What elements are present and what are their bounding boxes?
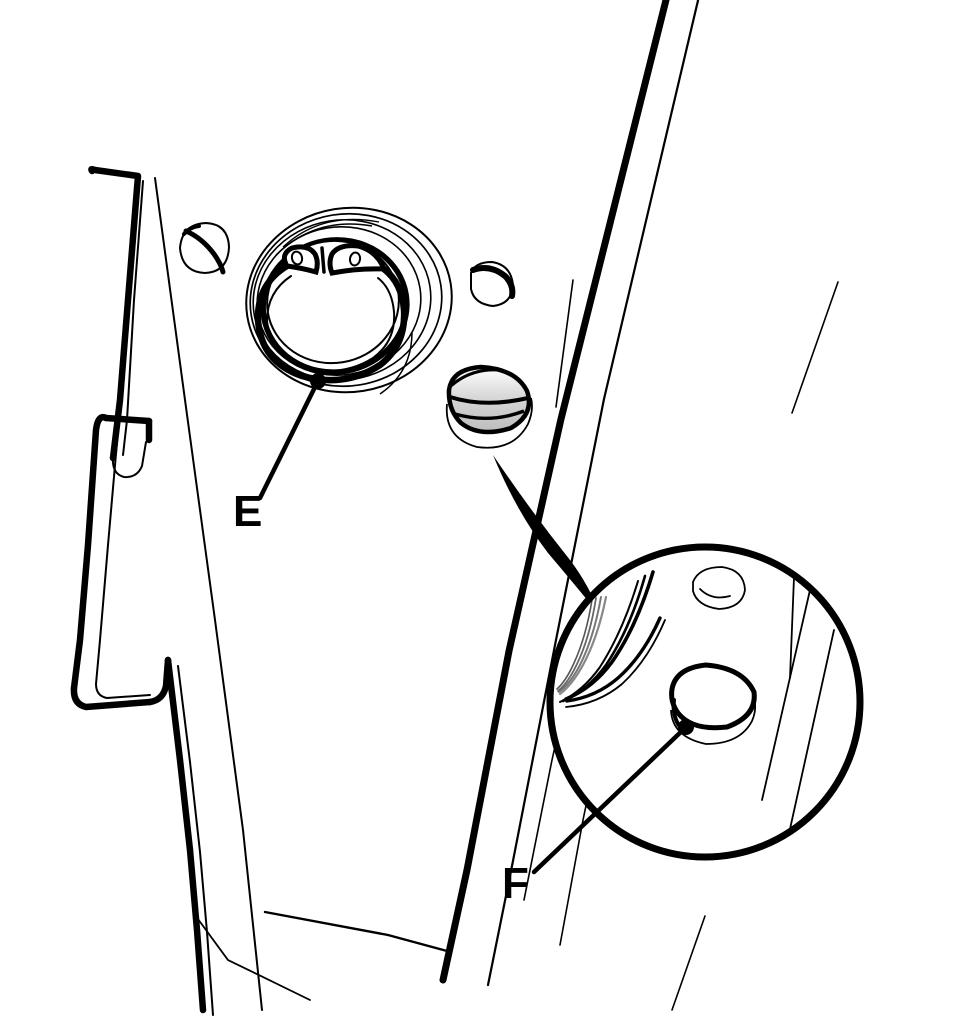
callout-label-e: E bbox=[233, 487, 263, 536]
callout-leader-F bbox=[531, 719, 694, 875]
snap-ring-lug-hole-right bbox=[348, 251, 362, 267]
detail-view-circle bbox=[546, 543, 864, 861]
snap-ring-assembly bbox=[245, 206, 453, 395]
detail-plug-hole bbox=[669, 662, 757, 745]
detail-circle-outline bbox=[546, 543, 864, 861]
detail-view-pointer-wedge bbox=[493, 455, 602, 618]
callout-leader-E bbox=[257, 373, 326, 501]
detail-small-oval-hole bbox=[692, 566, 746, 610]
snap-ring-lug-hole-left bbox=[290, 250, 304, 266]
callout-label-f: F bbox=[502, 859, 529, 908]
oval-hole-upper-left bbox=[178, 221, 231, 275]
left-panel-face-edge bbox=[154, 177, 311, 1011]
oval-hole-upper-right bbox=[470, 260, 516, 308]
shaded-oval-plug bbox=[445, 364, 533, 449]
right-panel-score-lines bbox=[671, 281, 839, 1011]
left-vertical-panel bbox=[70, 165, 214, 1016]
leader-dot-E bbox=[310, 373, 326, 389]
machined-slot-hatching bbox=[556, 570, 666, 708]
leader-dot-F bbox=[678, 719, 694, 735]
panel-seam-line bbox=[263, 910, 449, 953]
